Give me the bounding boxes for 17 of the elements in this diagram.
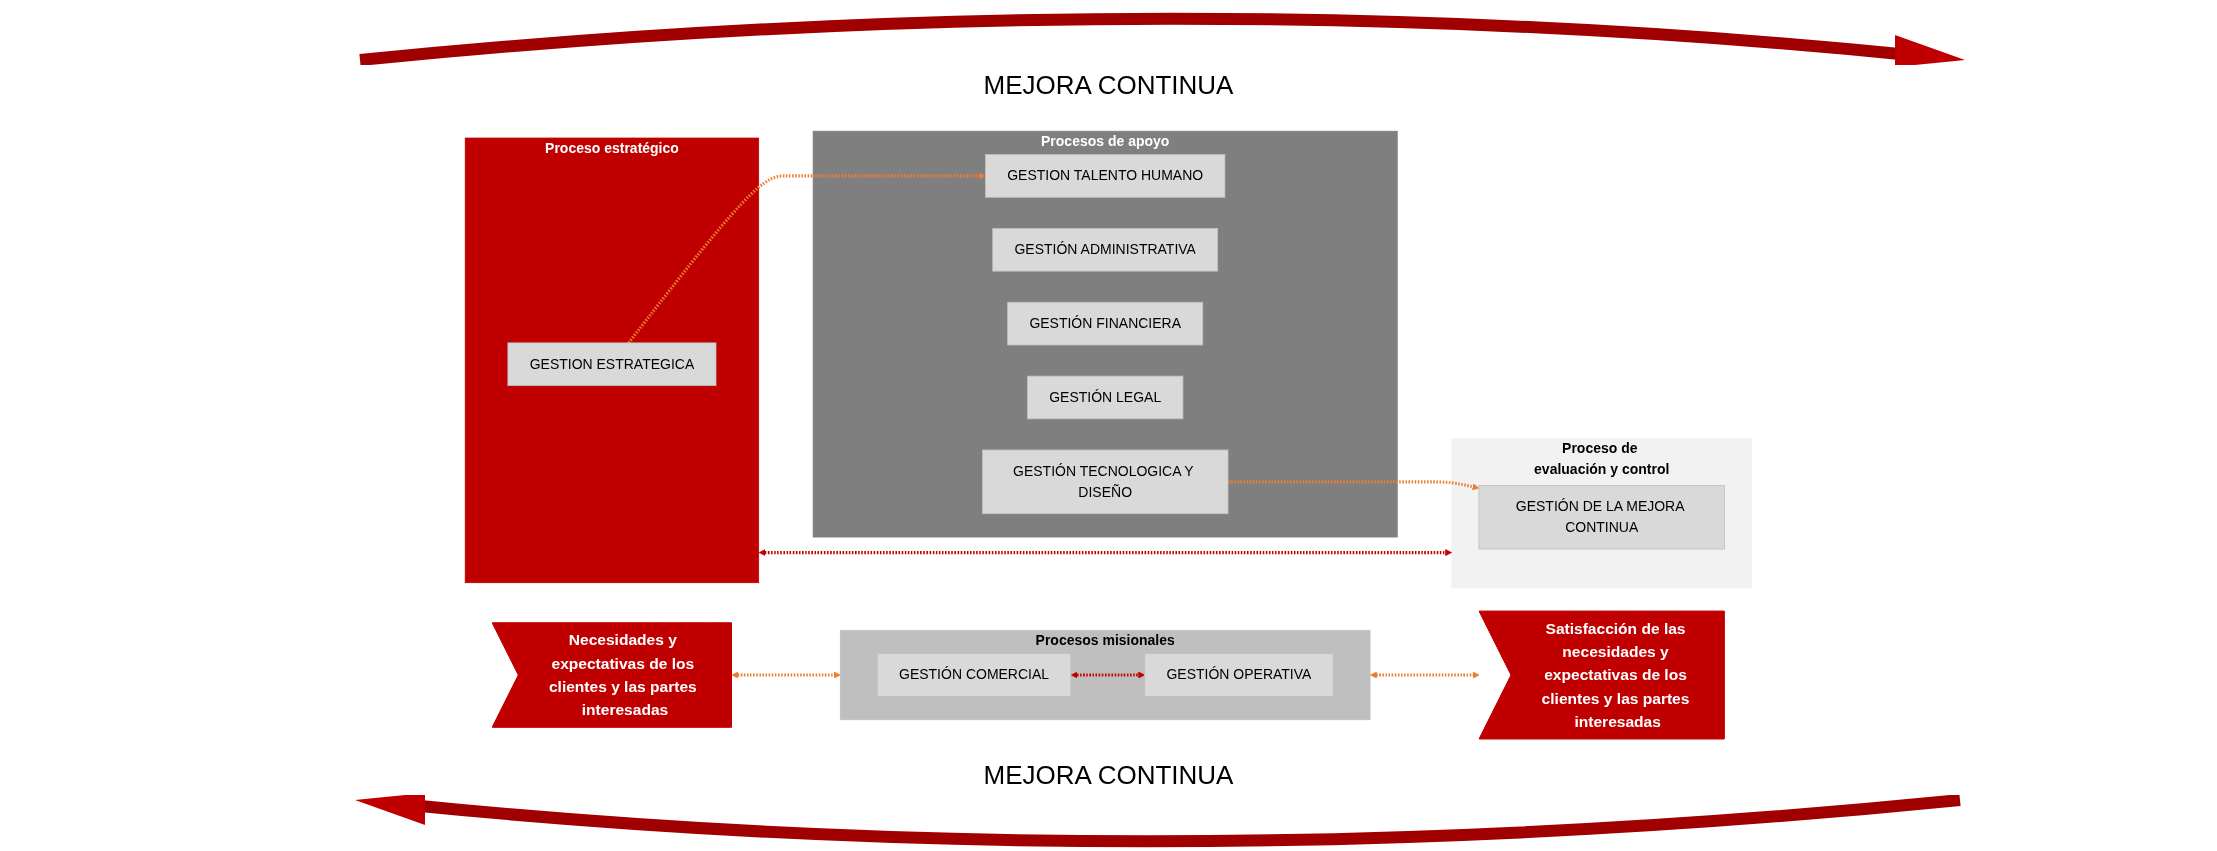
node-box: GESTION ESTRATEGICA [507,342,717,386]
node-box: GESTION TALENTO HUMANO [985,154,1226,198]
cycle-label: MEJORA CONTINUA [983,70,1234,101]
node-box: GESTIÓN DE LA MEJORA CONTINUA [1478,484,1725,550]
arrow [731,671,841,679]
node-box: GESTIÓN COMERCIAL [876,653,1072,697]
arrow [1070,671,1145,679]
arrow [627,172,986,344]
cycle-label: MEJORA CONTINUA [983,760,1234,791]
node-box: GESTIÓN TECNOLOGICA Y DISEÑO [981,449,1229,515]
node-box: GESTIÓN LEGAL [1027,375,1184,420]
arrow [1228,480,1480,491]
arrow [1370,671,1480,679]
arrow [758,549,1452,556]
node-box: GESTIÓN OPERATIVA [1144,653,1334,697]
node-box: GESTIÓN FINANCIERA [1007,301,1204,346]
node-box: GESTIÓN ADMINISTRATIVA [992,228,1219,272]
